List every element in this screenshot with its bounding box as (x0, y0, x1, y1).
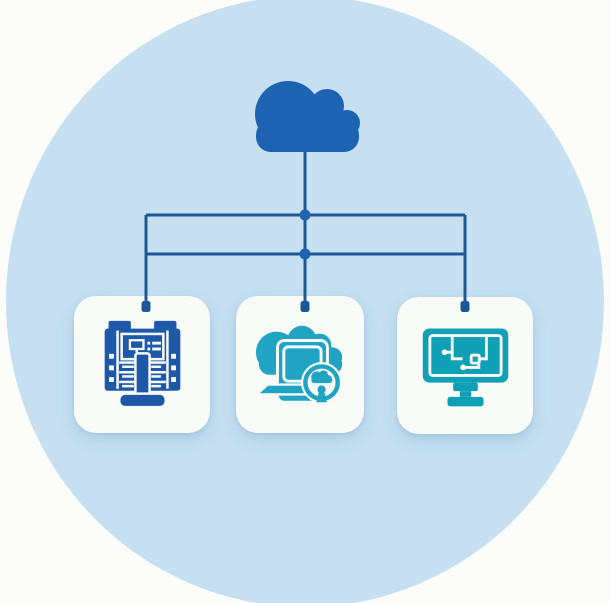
cloud-laptop-keyhole-icon (253, 325, 343, 404)
node-box-server (74, 296, 210, 433)
server-workstation-icon (104, 320, 180, 409)
node-box-monitor-flowchart (397, 297, 533, 434)
monitor-flowchart-icon (422, 328, 508, 407)
node-box-cloud-security (236, 296, 364, 433)
